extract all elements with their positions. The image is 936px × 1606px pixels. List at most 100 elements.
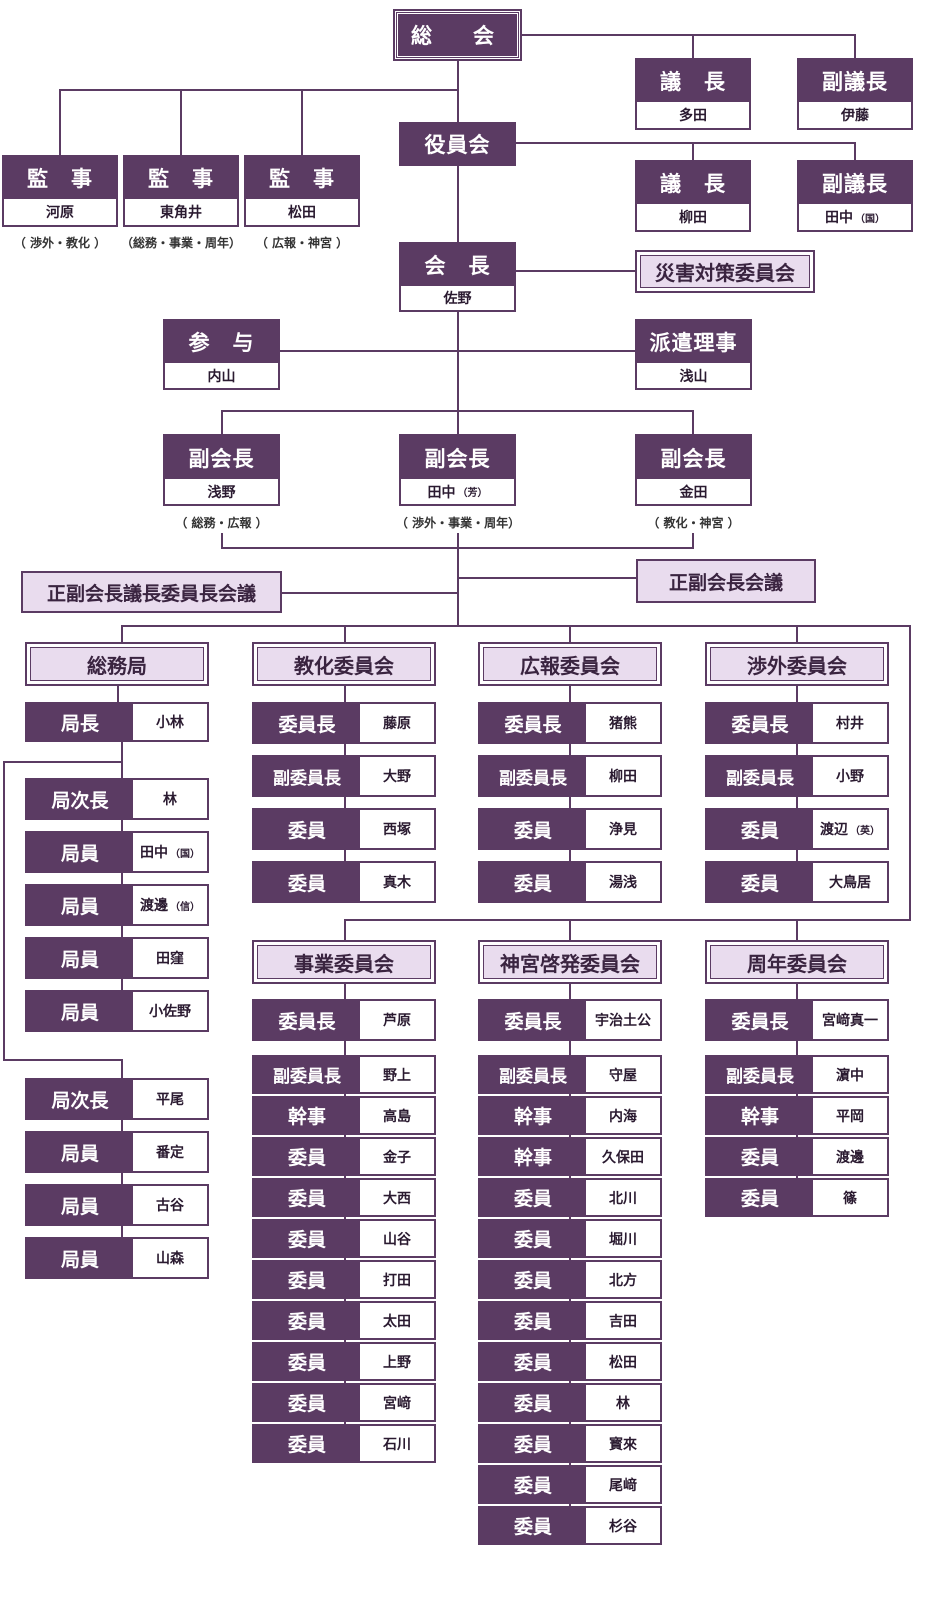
member-name: 篠 [813,1180,887,1215]
member-name-text: 尾﨑 [609,1477,637,1494]
member-name: 平尾 [133,1080,207,1118]
member-role: 委員 [480,810,586,848]
member-role: 局員 [27,992,133,1030]
member-name: 金子 [360,1139,434,1174]
member-name: 打田 [360,1262,434,1297]
member-name-text: 宮﨑真一 [822,1013,878,1029]
board-meeting-label: 役員会 [424,133,491,157]
committee-header: 広報委員会 [478,642,662,686]
advisor-box: 参 与 内山 [163,319,280,390]
member-row: 委員長芦原 [252,999,436,1041]
committee-title: 周年委員会 [710,945,884,979]
member-row: 副委員長守屋 [478,1055,662,1094]
advisor-title: 参 与 [165,321,278,363]
member-row: 委員北方 [478,1260,662,1299]
member-name: 守屋 [586,1057,660,1092]
disaster-committee-label: 災害対策委員会 [640,255,810,288]
member-name: 古谷 [133,1186,207,1224]
officers-chairs-meeting-label: 正副会長議長委員長会議 [46,582,256,605]
member-name: 高島 [360,1098,434,1133]
member-name: 猪熊 [586,704,660,742]
board-vice-chair-name: 田中 [825,210,853,226]
member-role: 委員 [254,1139,360,1174]
member-role: 委員 [707,863,813,901]
member-name-text: 金子 [383,1149,411,1166]
member-name: 田中（国） [133,833,207,871]
member-row: 委員篠 [705,1178,889,1217]
member-name: 大鳥居 [813,863,887,901]
member-row: 委員長藤原 [252,702,436,744]
member-role: 局長 [27,704,133,740]
member-name-text: 吉田 [609,1313,637,1330]
member-name-text: 松田 [609,1354,637,1371]
member-row: 副委員長小野 [705,755,889,797]
member-row: 委員吉田 [478,1301,662,1340]
committee-header: 渉外委員会 [705,642,889,686]
member-name: 小野 [813,757,887,795]
member-name-text: 杉谷 [609,1518,637,1535]
member-row: 局員田中（国） [25,831,209,873]
member-row: 委員長 村井 [705,702,889,744]
member-role: 委員 [254,1262,360,1297]
member-row: 局次長平尾 [25,1078,209,1120]
member-row: 局次長林 [25,778,209,820]
member-role: 委員 [480,1262,586,1297]
member-row: 副委員長大野 [252,755,436,797]
committee-header: 周年委員会 [705,940,889,984]
member-name: 柳田 [586,757,660,795]
auditor-box: 監 事 東角井 [123,155,239,227]
president-name: 佐野 [443,291,472,307]
member-name-text: 平岡 [836,1108,864,1125]
member-name: 渡邊（信） [133,886,207,924]
member-name-text: 大野 [383,769,411,785]
assembly-vice-chair-title: 副議長 [799,60,911,102]
member-name-text: 真木 [383,875,411,891]
member-name: 松田 [586,1344,660,1379]
member-name: 林 [133,780,207,818]
member-name: 平岡 [813,1098,887,1133]
member-row: 委員北川 [478,1178,662,1217]
member-name-text: 上野 [383,1354,411,1371]
vice-president-name: 金田 [679,484,708,501]
member-name-text: 守屋 [609,1067,637,1084]
member-name-text: 北川 [609,1190,637,1207]
member-role: 局員 [27,1239,133,1277]
member-name-text: 篠 [843,1190,857,1207]
member-name: 渡辺（英） [813,810,887,848]
member-row: 局員小佐野 [25,990,209,1032]
general-assembly-label: 総 会 [411,24,504,48]
board-chair-title: 議 長 [637,162,749,204]
member-role: 局員 [27,1133,133,1171]
member-name-text: 山谷 [383,1231,411,1248]
member-row: 委員大西 [252,1178,436,1217]
member-name-text: 村井 [836,716,864,732]
member-name-text: 太田 [383,1313,411,1330]
member-name: 宮﨑真一 [813,1001,887,1039]
member-role: 局員 [27,1186,133,1224]
member-row: 副委員長柳田 [478,755,662,797]
member-name: 野上 [360,1057,434,1092]
member-name: 吉田 [586,1303,660,1338]
member-name: 北川 [586,1180,660,1215]
member-name: 宮﨑 [360,1385,434,1420]
member-row: 委員上野 [252,1342,436,1381]
member-name: 番定 [133,1133,207,1171]
member-row: 局員古谷 [25,1184,209,1226]
member-row: 委員渡辺（英） [705,808,889,850]
member-name-text: 渡邊 [836,1149,864,1166]
vice-president-title: 副会長 [637,436,750,479]
general-assembly-box: 総 会 [393,9,522,61]
member-role: 局次長 [27,780,133,818]
member-row: 幹事平岡 [705,1096,889,1135]
vice-president-box: 副会長 金田 [635,434,752,506]
member-name: 渡邊 [813,1139,887,1174]
member-name-text: 内海 [609,1108,637,1125]
member-role: 委員長 [707,704,813,742]
auditor-box: 監 事 河原 [2,155,118,227]
committee-header: 神宮啓発委員会 [478,940,662,984]
member-row: 委員宮﨑 [252,1383,436,1422]
member-name-suffix: （信） [170,901,200,913]
officers-chairs-meeting-box: 正副会長議長委員長会議 [21,571,282,613]
member-name: 田窪 [133,939,207,977]
member-role: 副委員長 [707,757,813,795]
